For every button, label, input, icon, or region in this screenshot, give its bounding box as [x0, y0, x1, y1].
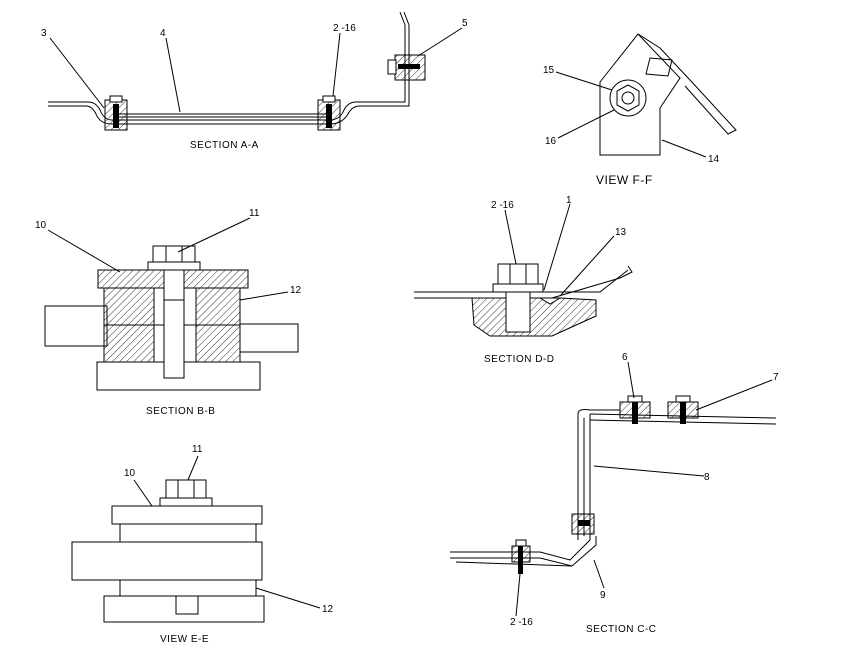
callout-3: 3	[41, 28, 47, 39]
callout-10: 10	[35, 220, 47, 231]
callout-4: 4	[160, 28, 166, 39]
callout-6: 6	[622, 352, 628, 363]
callout-8: 8	[704, 472, 710, 483]
section-b-b: 10 11 12 SECTION B-B	[35, 208, 302, 417]
callout-2-16: 2 -16	[491, 200, 514, 211]
callout-5: 5	[462, 18, 468, 29]
callout-1: 1	[566, 195, 572, 206]
callout-12: 12	[290, 285, 302, 296]
callout-2-16: 2 -16	[333, 23, 356, 34]
callout-12: 12	[322, 604, 334, 615]
callout-16: 16	[545, 136, 557, 147]
callout-7: 7	[773, 372, 779, 383]
view-f-f: 15 16 14 VIEW F-F	[543, 33, 737, 187]
callout-11: 11	[192, 444, 203, 455]
callout-9: 9	[600, 590, 606, 601]
section-c-c-caption: SECTION C-C	[586, 624, 657, 635]
view-e-e-caption: VIEW E-E	[160, 634, 209, 645]
view-e-e: 11 10 12 VIEW E-E	[71, 444, 334, 645]
callout-10: 10	[124, 468, 136, 479]
section-b-b-caption: SECTION B-B	[146, 406, 215, 417]
callout-2-16: 2 -16	[510, 617, 533, 628]
callout-15: 15	[543, 65, 555, 76]
callout-14: 14	[708, 154, 720, 165]
callout-11: 11	[249, 208, 260, 219]
section-a-a: 3 4 2 -16 5 SECTION A-A	[41, 11, 468, 151]
section-c-c: 6 7 8 9 2 -16 SECTION C-C	[450, 352, 779, 635]
section-d-d-caption: SECTION D-D	[484, 354, 555, 365]
view-f-f-caption: VIEW F-F	[596, 173, 653, 187]
section-d-d: 2 -16 1 13 SECTION D-D	[414, 195, 633, 365]
section-a-a-caption: SECTION A-A	[190, 140, 259, 151]
callout-13: 13	[615, 227, 627, 238]
